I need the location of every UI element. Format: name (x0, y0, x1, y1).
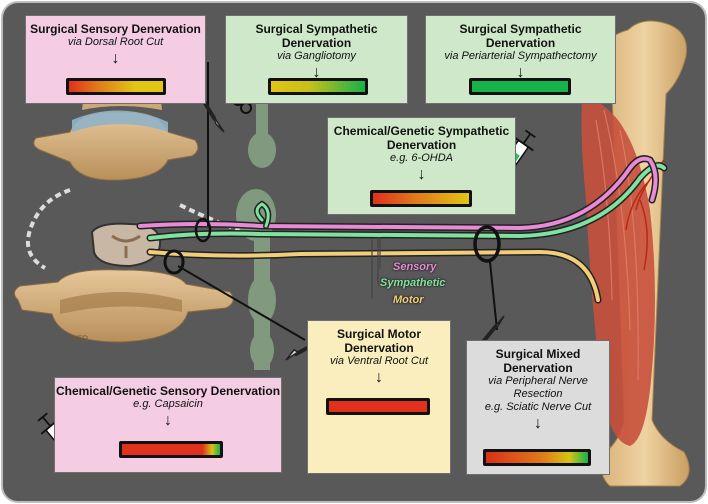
box-subtitle: via Dorsal Root Cut (67, 36, 164, 48)
nerve-bundle (136, 155, 668, 304)
arrow-icon: ↓ (312, 64, 321, 81)
box-title: Chemical/Genetic Sensory Denervation (55, 384, 281, 398)
arrow-icon: ↓ (534, 415, 542, 432)
label-motor: Motor (393, 294, 424, 306)
box-title-line1: Surgical Motor (336, 327, 421, 341)
arrow-icon: ↓ (375, 369, 383, 386)
effect-bar (268, 78, 368, 95)
sympathetic-chain (236, 54, 280, 370)
effect-bar (483, 449, 591, 466)
effect-bar (370, 190, 472, 207)
box-chemical-sensory-denervation: Chemical/Genetic Sensory Denervation e.g… (54, 377, 282, 473)
arrow-icon: ↓ (516, 64, 525, 81)
box-chemical-sympathetic-denervation: Chemical/Genetic Sympathetic Denervation… (327, 117, 516, 215)
box-subtitle: via Ventral Root Cut (329, 355, 429, 367)
box-title-line2: Denervation (344, 341, 414, 355)
box-subtitle-line2: Resection (513, 388, 563, 400)
cut-ring-dorsal (194, 217, 212, 243)
box-title: Surgical Sensory Denervation (30, 22, 201, 36)
box-surgical-sympathetic-gangliotomy: Surgical Sympathetic Denervation via Gan… (225, 15, 408, 104)
box-title: Surgical Sympathetic Denervation (459, 22, 582, 50)
label-sympathetic: Sympathetic (380, 277, 446, 289)
box-surgical-motor-denervation: Surgical Motor Denervation via Ventral R… (307, 320, 451, 474)
box-subtitle: e.g. Capsaicin (133, 398, 203, 410)
effect-bar (66, 78, 166, 95)
box-subtitle: e.g. 6-OHDA (390, 152, 453, 164)
effect-bar (469, 78, 571, 95)
effect-bar (119, 441, 223, 458)
box-subtitle-line3: e.g. Sciatic Nerve Cut (484, 401, 592, 413)
box-title-line1: Surgical Mixed (495, 347, 581, 361)
box-surgical-sensory-denervation: Surgical Sensory Denervation via Dorsal … (25, 15, 206, 104)
box-subtitle-line1: via Peripheral Nerve (488, 375, 588, 387)
artist-signature: AFR (69, 334, 89, 344)
effect-bar (326, 398, 430, 415)
box-surgical-sympathetic-periarterial: Surgical Sympathetic Denervation via Per… (425, 15, 616, 104)
dashed-root-right (179, 203, 241, 232)
box-title-line2: Denervation (386, 138, 457, 152)
spinal-cord (90, 222, 162, 268)
box-title: Surgical Sympathetic Denervation (255, 22, 378, 50)
label-sensory: Sensory (393, 261, 437, 273)
connector-lines (177, 62, 498, 341)
upper-vertebra (33, 88, 199, 181)
box-surgical-mixed-denervation: Surgical Mixed Denervation via Periphera… (466, 340, 610, 475)
box-subtitle: via Gangliotomy (277, 50, 356, 62)
box-title-line2: Denervation (503, 361, 573, 375)
arrow-icon: ↓ (111, 50, 120, 67)
cut-ring-peripheral (473, 225, 501, 263)
arrow-icon: ↓ (417, 166, 426, 183)
cut-ring-ventral (163, 249, 185, 275)
box-title-line1: Chemical/Genetic Sympathetic (333, 124, 510, 138)
box-subtitle: via Periarterial Sympathectomy (444, 50, 597, 62)
lower-vertebra (14, 269, 234, 343)
arrow-icon: ↓ (164, 412, 172, 429)
